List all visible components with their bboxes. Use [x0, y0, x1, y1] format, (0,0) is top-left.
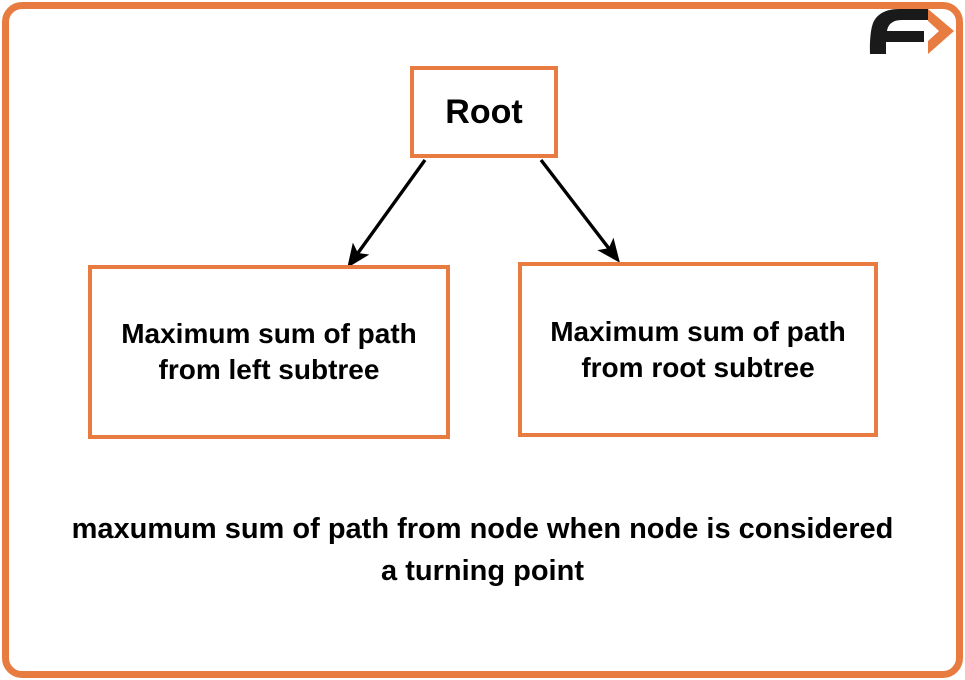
- node-left-child-label: Maximum sum of path from left subtree: [121, 318, 417, 385]
- node-right-child[interactable]: Maximum sum of path from root subtree: [518, 262, 878, 437]
- favtutor-f-logo: [866, 8, 954, 54]
- node-root-label: Root: [445, 92, 523, 131]
- logo-icon: [869, 9, 954, 54]
- node-left-child[interactable]: Maximum sum of path from left subtree: [88, 265, 450, 439]
- node-root[interactable]: Root: [410, 66, 558, 158]
- node-right-child-label: Maximum sum of path from root subtree: [550, 315, 846, 383]
- diagram-caption: maxumum sum of path from node when node …: [71, 513, 894, 588]
